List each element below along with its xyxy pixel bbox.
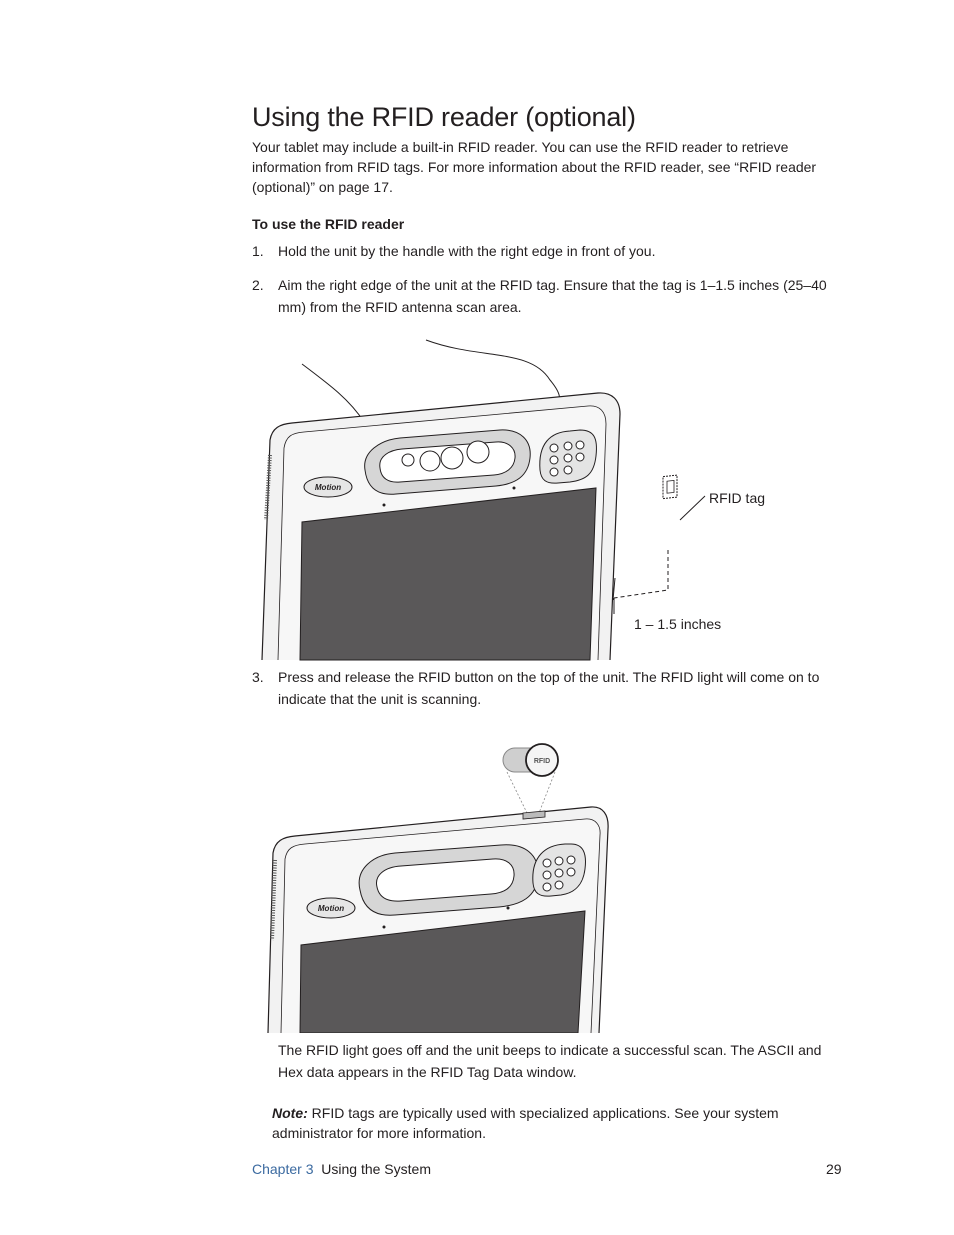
rfid-button [522,810,546,820]
indicator-dot [382,925,386,929]
tablet-screen [299,487,597,661]
callout-rfid-tag: RFID tag [709,490,765,506]
handle-opening [376,858,515,902]
step-number: 2. [252,277,264,293]
callout-leader-tag [679,495,706,521]
note-paragraph: Note: RFID tags are typically used with … [272,1103,832,1143]
note-label: Note: [272,1105,308,1121]
callout-distance: 1 – 1.5 inches [634,616,721,632]
step-number: 1. [252,243,264,259]
page-title: Using the RFID reader (optional) [252,102,636,132]
intro-paragraph: Your tablet may include a built-in RFID … [252,139,817,195]
camera-lens-3 [440,446,464,470]
figure-rfid-button: RFID Motion [267,743,609,1033]
logo-badge [306,897,356,919]
tablet-screen [299,910,586,1033]
footer-chapter-number: Chapter 3 [252,1161,314,1177]
logo-badge [303,476,353,498]
indicator-dot [512,486,516,490]
indicator-dot [506,906,510,910]
rfid-button-zoom [525,743,559,777]
camera-lens-2 [419,450,441,472]
grip-texture [264,454,272,521]
navigation-buttons [542,855,576,892]
page-number: 29 [826,1161,842,1177]
step-text: Hold the unit by the handle with the rig… [278,243,656,259]
logo-text: Motion [318,904,344,913]
step-number: 3. [252,669,264,685]
camera-lens-4 [466,440,490,464]
rfid-button-label: RFID [534,758,550,765]
camera-lens-1 [401,453,415,467]
note-text: RFID tags are typically used with specia… [272,1105,779,1141]
logo-text: Motion [315,483,341,492]
rfid-tag-coil [666,479,675,494]
grip-texture [270,859,277,941]
step-text: Aim the right edge of the unit at the RF… [278,277,827,315]
step-text: Press and release the RFID button on the… [278,669,820,707]
procedure-heading: To use the RFID reader [252,216,405,232]
footer-chapter: Chapter 3 Using the System [252,1161,431,1177]
antenna-marker [612,577,616,601]
figure-hold-tablet-rfid-tag: Motion RFID tag 1 – 1.5 inches [261,339,765,661]
distance-measure-line [613,550,669,599]
zoom-guide-lines [506,771,556,814]
result-paragraph: The RFID light goes off and the unit bee… [278,1042,822,1080]
hand-outline-left [301,363,370,423]
footer-chapter-title: Using the System [321,1161,431,1177]
indicator-dot [382,503,386,507]
rfid-tag [662,474,678,500]
navigation-buttons [549,440,585,477]
